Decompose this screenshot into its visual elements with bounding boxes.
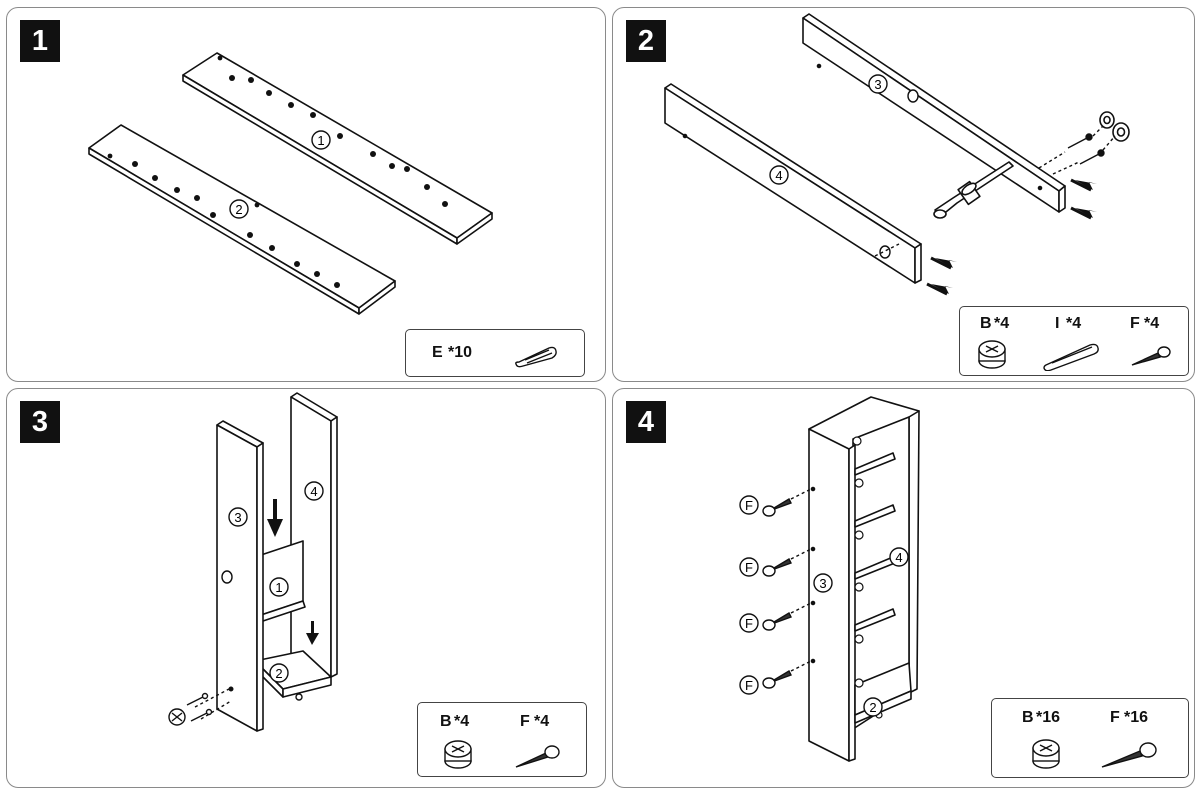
- board-label-4: 4: [310, 484, 317, 499]
- part-code: B: [980, 315, 992, 332]
- parts-box: B *16 F *16: [991, 698, 1189, 778]
- screw-icon: [1131, 346, 1171, 366]
- direction-arrow: [935, 258, 957, 268]
- part-number-circle: [304, 481, 324, 501]
- step-1-illustration: 1 2: [88, 52, 493, 315]
- screw-label: F: [745, 498, 753, 513]
- part-number-circle: [868, 74, 888, 94]
- step-4-panel: 4: [612, 388, 1195, 788]
- part-number-circle: [269, 577, 289, 597]
- board-label-2: 2: [869, 700, 876, 715]
- screw-label: F: [745, 560, 753, 575]
- screw-icon: [1101, 742, 1157, 768]
- board-label-4: 4: [895, 550, 902, 565]
- part-qty: *16: [1124, 709, 1149, 726]
- part-qty: *16: [1036, 709, 1061, 726]
- board-label-2: 2: [275, 666, 282, 681]
- board-label-3: 3: [874, 77, 881, 92]
- board-label-3: 3: [819, 576, 826, 591]
- part-number-circle: [863, 697, 883, 717]
- cam-bolt-icon: [1043, 343, 1099, 371]
- part-code: I: [1055, 315, 1060, 332]
- step-2-panel: 2: [612, 7, 1195, 382]
- part-qty: *4: [1066, 315, 1082, 332]
- step-number-badge: 2: [626, 20, 666, 62]
- direction-arrow: [267, 519, 283, 537]
- board-label-4: 4: [775, 168, 782, 183]
- part-number-circle: [269, 663, 289, 683]
- part-number-circle: [769, 165, 789, 185]
- screw-label: F: [745, 678, 753, 693]
- parts-box: B *4 F *4: [417, 702, 587, 777]
- cam-lock-icon: [978, 340, 1006, 369]
- part-number-circle: [311, 130, 331, 150]
- cam-lock-icon: [444, 740, 472, 769]
- part-code: E: [432, 344, 443, 361]
- direction-arrow: [1075, 208, 1097, 218]
- part-qty: *4: [454, 713, 470, 730]
- part-qty: *4: [1144, 315, 1160, 332]
- part-qty: *4: [534, 713, 550, 730]
- part-code: F: [1130, 315, 1140, 332]
- part-code: F: [1110, 709, 1120, 726]
- board-4: [664, 83, 922, 249]
- part-code: F: [520, 713, 530, 730]
- step-2-illustration: 3 4: [664, 13, 1130, 296]
- screw-icon: [515, 745, 560, 768]
- part-number-circle: [889, 547, 909, 567]
- board-3: [802, 13, 1066, 192]
- direction-arrow: [306, 633, 319, 645]
- step-number-badge: 3: [20, 401, 60, 443]
- part-code: B: [1022, 709, 1034, 726]
- board-label-2: 2: [235, 202, 242, 217]
- step-number-badge: 1: [20, 20, 60, 62]
- step-3-panel: 3: [6, 388, 606, 788]
- dowel-icon: [515, 346, 557, 368]
- part-qty: *10: [448, 344, 473, 361]
- part-code: B: [440, 713, 452, 730]
- board-label-1: 1: [275, 580, 282, 595]
- direction-arrow: [1075, 180, 1097, 190]
- direction-arrow: [931, 284, 953, 294]
- screw-label: F: [745, 616, 753, 631]
- step-4-illustration: F F F F 3 4 2: [739, 396, 920, 762]
- cam-lock-icon: [1032, 739, 1060, 769]
- board-3: [808, 428, 850, 762]
- step-1-panel: 1 1 2 E *10: [6, 7, 606, 382]
- board-label-1: 1: [317, 133, 324, 148]
- step-number-badge: 4: [626, 401, 666, 443]
- parts-box: B *4 I *4 F *4: [959, 306, 1189, 376]
- parts-box: E *10: [405, 329, 585, 377]
- part-number-circle: [229, 199, 249, 219]
- board-label-3: 3: [234, 510, 241, 525]
- part-number-circle: [813, 573, 833, 593]
- step-3-illustration: 3 4 1 2: [168, 392, 338, 732]
- part-qty: *4: [994, 315, 1010, 332]
- part-number-circle: [228, 507, 248, 527]
